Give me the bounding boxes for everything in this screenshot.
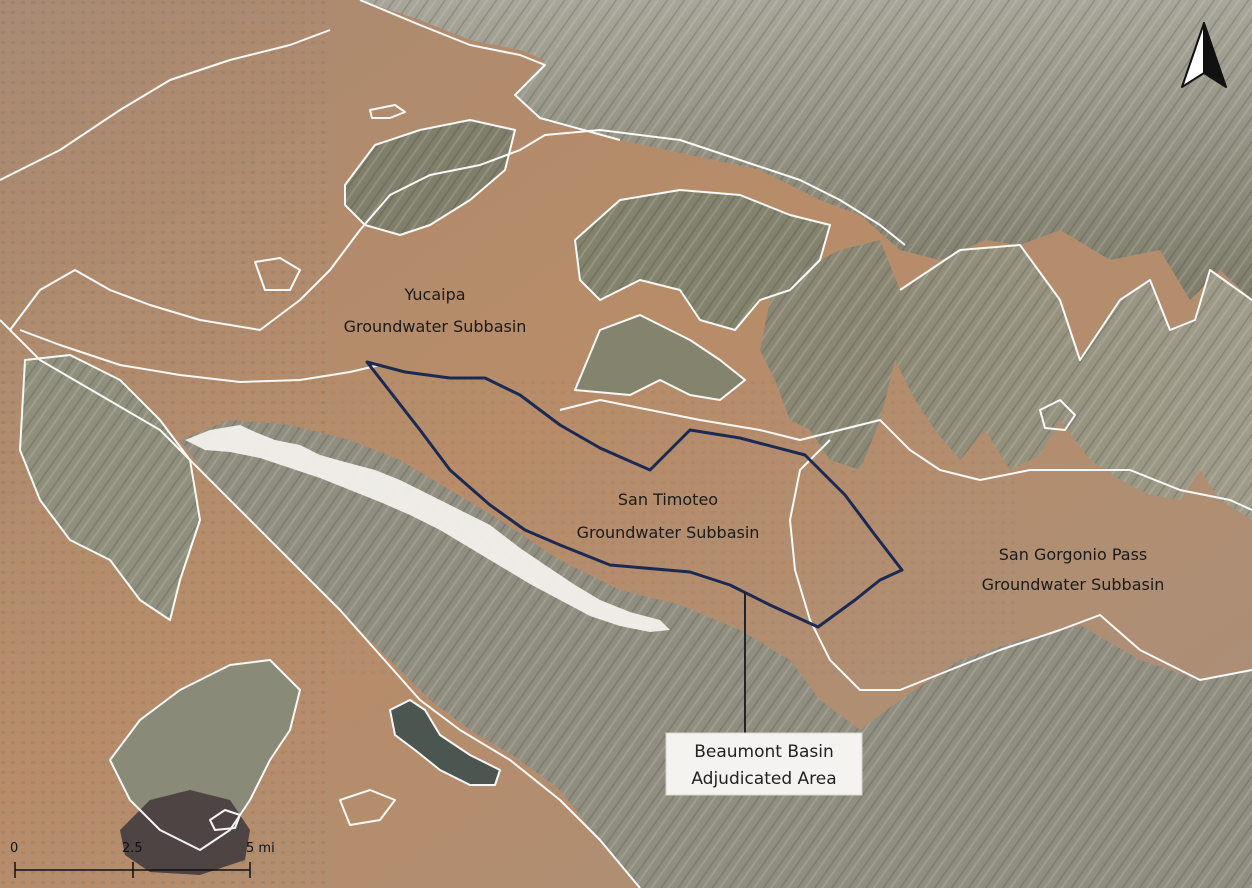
- scale-tick-end: 5 mi: [246, 841, 275, 856]
- scale-tick-mid: 2.5: [122, 841, 143, 856]
- lake-reservoir: [390, 700, 500, 785]
- label-yucaipa-line1: Yucaipa: [403, 285, 465, 304]
- hills-west-ridges: [20, 355, 200, 620]
- north-arrow-icon: [1181, 22, 1227, 88]
- callout-box: [665, 732, 863, 796]
- label-san-timoteo-line2: Groundwater Subbasin: [577, 523, 760, 542]
- callout-line2: Adjudicated Area: [691, 769, 836, 789]
- scale-bar: 0 2.5 5 mi: [10, 841, 275, 878]
- callout-line1: Beaumont Basin: [694, 742, 834, 762]
- lake-perris: [120, 790, 250, 875]
- callout-beaumont-basin: Beaumont Basin Adjudicated Area: [665, 732, 863, 796]
- scale-tick-0: 0: [10, 841, 18, 856]
- label-san-timoteo-line1: San Timoteo: [618, 490, 718, 509]
- hills-yucaipa-north-ridges: [345, 120, 515, 235]
- label-san-gorgonio-line1: San Gorgonio Pass: [999, 545, 1147, 564]
- mountains-north-ridges: [360, 0, 1252, 300]
- hills-crafton-south: [575, 315, 745, 400]
- hills-crafton-ridges: [575, 190, 830, 330]
- label-san-gorgonio-line2: Groundwater Subbasin: [982, 575, 1165, 594]
- beaumont-basin-boundary[interactable]: [365, 360, 904, 629]
- mountains-badlands-ridges: [180, 420, 1252, 888]
- white-ridge-area: [185, 425, 670, 632]
- label-yucaipa-line2: Groundwater Subbasin: [344, 317, 527, 336]
- hills-central-east-ridges: [760, 240, 900, 470]
